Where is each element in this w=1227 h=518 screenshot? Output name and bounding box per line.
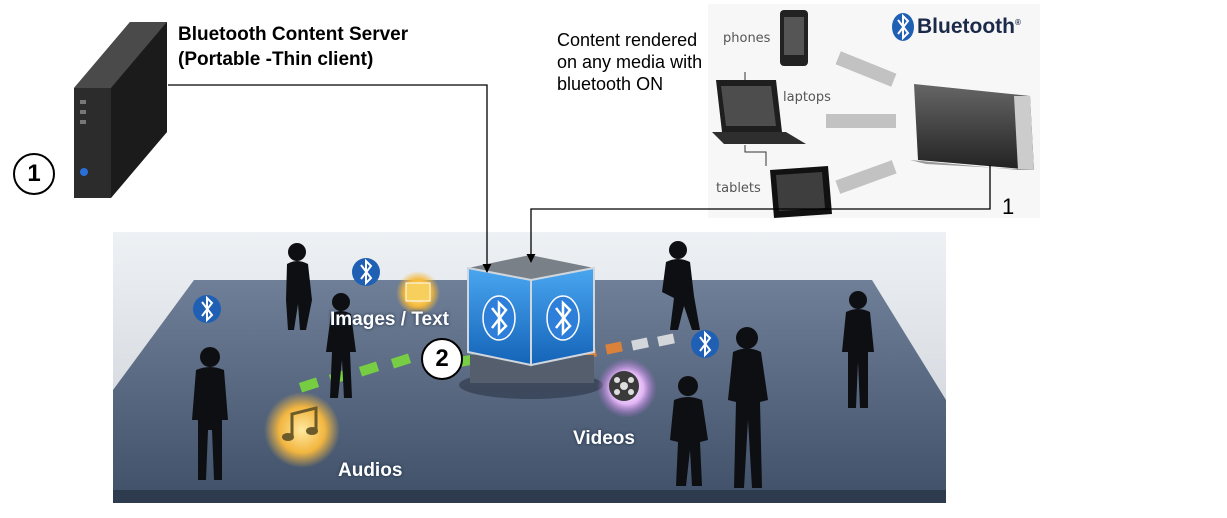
step-marker-devices: 1 bbox=[1002, 194, 1015, 219]
content-rendered-note: Content rendered on any media with bluet… bbox=[557, 29, 702, 95]
signal-waves bbox=[826, 51, 897, 194]
bluetooth-icon bbox=[546, 295, 580, 341]
bluetooth-logo-text: Bluetooth® bbox=[917, 15, 1021, 39]
tablet-icon bbox=[770, 166, 832, 218]
server-title-line1: Bluetooth Content Server bbox=[178, 24, 409, 45]
bluetooth-badge-icon bbox=[691, 330, 719, 358]
connector-devices-to-kiosk bbox=[526, 165, 991, 263]
server-title-line2: (Portable -Thin client) bbox=[178, 49, 374, 70]
phones-label: phones bbox=[723, 31, 771, 46]
video-media-icon bbox=[597, 358, 657, 418]
person-silhouette bbox=[842, 291, 874, 408]
server-title: Bluetooth Content Server (Portable -Thin… bbox=[178, 22, 408, 72]
bluetooth-speaker-icon bbox=[910, 84, 1036, 170]
image-text-media-icon bbox=[396, 271, 440, 315]
person-silhouette bbox=[728, 327, 768, 488]
laptop-icon bbox=[712, 80, 806, 144]
videos-label: Videos bbox=[573, 428, 635, 449]
images-text-label: Images / Text bbox=[330, 309, 449, 330]
person-silhouette bbox=[192, 347, 228, 480]
people-silhouettes bbox=[192, 241, 874, 488]
phone-icon bbox=[780, 10, 808, 66]
scene-panel bbox=[113, 232, 946, 503]
bluetooth-badge-icon bbox=[352, 258, 380, 286]
content-server-device bbox=[74, 22, 167, 198]
bluetooth-badge-icon bbox=[193, 295, 221, 323]
audios-label: Audios bbox=[338, 460, 403, 481]
content-note-line1: Content rendered bbox=[557, 30, 698, 50]
person-silhouette bbox=[670, 376, 708, 486]
step-marker-kiosk: 2 bbox=[421, 338, 463, 380]
content-note-line3: bluetooth ON bbox=[557, 74, 664, 94]
bluetooth-logo-reg: ® bbox=[1014, 18, 1021, 27]
laptops-label: laptops bbox=[783, 90, 831, 105]
person-silhouette bbox=[662, 241, 700, 330]
person-silhouette bbox=[286, 243, 312, 330]
step-marker-server: 1 bbox=[13, 153, 55, 195]
devices-panel bbox=[708, 4, 1040, 218]
audio-media-icon bbox=[264, 392, 340, 468]
content-note-line2: on any media with bbox=[557, 52, 703, 72]
bluetooth-logo-word: Bluetooth bbox=[917, 15, 1015, 38]
bluetooth-icon bbox=[482, 295, 516, 341]
connector-server-to-kiosk bbox=[168, 84, 492, 273]
bluetooth-kiosk-cube bbox=[459, 255, 603, 399]
tablets-label: tablets bbox=[716, 181, 761, 196]
bluetooth-logo bbox=[892, 13, 914, 41]
person-silhouette bbox=[326, 293, 356, 398]
